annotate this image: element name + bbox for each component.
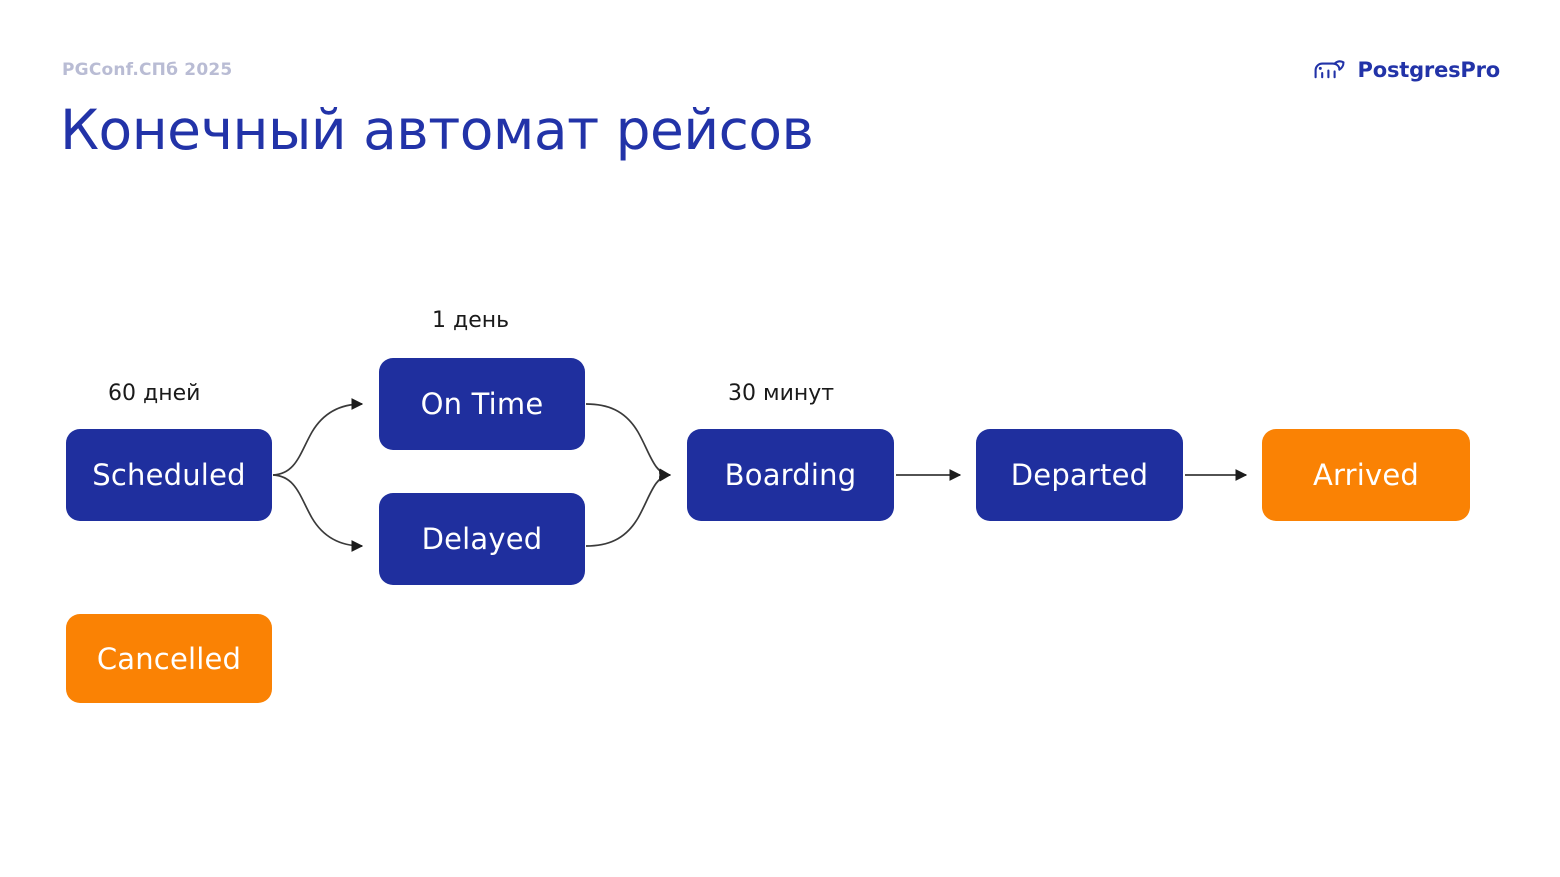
state-node-label: Delayed [421,522,543,556]
edge-label-boarding-timeout: 30 минут [728,381,835,406]
state-node-boarding[interactable]: Boarding [687,429,894,521]
state-node-label: On Time [420,387,544,421]
edge-label-scheduled-timeout: 60 дней [108,381,201,406]
edge-scheduled-on-time [272,398,364,476]
brand-logo: PostgresPro [1313,58,1500,82]
elephant-icon [1314,60,1344,79]
edge-delayed-boarding [585,469,672,547]
state-node-label: Arrived [1312,458,1420,492]
state-node-delayed[interactable]: Delayed [379,493,585,585]
state-node-cancelled[interactable]: Cancelled [66,614,272,703]
state-node-label: Boarding [724,458,857,492]
page-title: Конечный автомат рейсов [60,98,814,162]
state-node-label: Departed [1010,458,1149,492]
edge-label-on-time-timeout: 1 день [432,308,510,333]
state-node-label: Cancelled [96,641,242,676]
state-node-scheduled[interactable]: Scheduled [66,429,272,521]
state-node-on-time[interactable]: On Time [379,358,585,450]
edge-scheduled-delayed [272,474,364,552]
conference-tag: PGConf.СПб 2025 [62,60,233,80]
brand-name: PostgresPro [1357,58,1501,82]
state-node-departed[interactable]: Departed [976,429,1183,521]
state-node-arrived[interactable]: Arrived [1262,429,1470,521]
state-node-label: Scheduled [92,458,246,492]
edge-on-time-boarding [585,403,672,481]
